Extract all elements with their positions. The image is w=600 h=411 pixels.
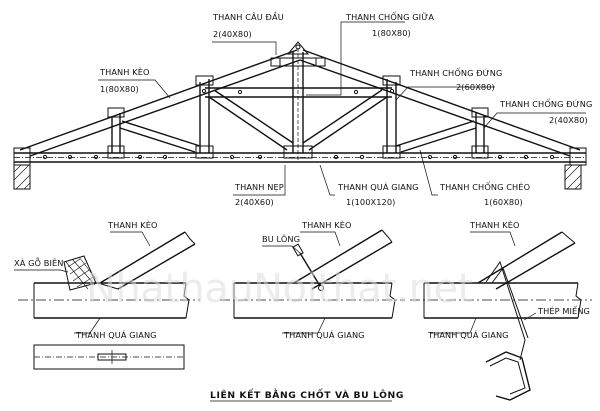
detail2-label-keo: THANH KÈO xyxy=(301,219,352,230)
label-thanh-nep-size: 2(40X60) xyxy=(235,197,274,207)
detail-2: THANH KÈO BU LÔNG THANH QUÁ GIANG xyxy=(220,219,405,340)
label-thanh-chong-dung-1: THANH CHỐNG ĐỨNG xyxy=(409,66,502,78)
detail1-label-keo: THANH KÈO xyxy=(107,219,158,230)
watermark-text: NhathauNoithat.net xyxy=(86,266,473,312)
label-thanh-chong-cheo: THANH CHỐNG CHÉO xyxy=(439,180,530,192)
detail2-label-bulong: BU LÔNG xyxy=(262,233,300,244)
label-thanh-chong-giua-size: 1(80X80) xyxy=(372,28,411,38)
label-thanh-chong-dung-1-size: 2(60X80) xyxy=(456,82,495,92)
detail-3: THANH KÈO THANH QUÁ GIANG THÉP MIẾNG xyxy=(410,219,592,401)
label-thanh-nep: THANH NẸP xyxy=(234,182,284,193)
detail2-label-giang: THANH QUÁ GIANG xyxy=(283,329,365,340)
label-thanh-chong-cheo-size: 1(60X80) xyxy=(484,197,523,207)
label-thanh-chong-dung-2-size: 2(40X80) xyxy=(549,115,588,125)
drawing-title: LIÊN KẾT BẰNG CHỐT VÀ BU LÔNG xyxy=(210,388,404,401)
label-thanh-keo: THANH KÈO xyxy=(99,66,150,77)
detail3-label-thep: THÉP MIẾNG xyxy=(537,305,590,316)
label-thanh-keo-size: 1(80X80) xyxy=(100,84,139,94)
main-truss xyxy=(13,41,587,190)
detail1-label-giang: THANH QUÁ GIANG xyxy=(75,329,157,340)
leader-lines xyxy=(98,21,586,196)
detail-1: THANH KÈO XÀ GỖ BIÊN THANH QUÁ GIANG xyxy=(14,219,200,370)
truss-labels: THANH CÂU ĐẦU 2(40X80) THANH CHỐNG GIỮA … xyxy=(99,10,592,207)
label-thanh-chong-dung-2: THANH CHỐNG ĐỨNG xyxy=(499,97,592,109)
label-thanh-cau-dau-size: 2(40X80) xyxy=(213,29,252,39)
label-thanh-cau-dau: THANH CÂU ĐẦU xyxy=(212,10,284,22)
detail3-label-giang: THANH QUÁ GIANG xyxy=(427,329,509,340)
label-thanh-qua-giang: THANH QUÁ GIANG xyxy=(337,181,419,192)
detail1-label-xa-go: XÀ GỖ BIÊN xyxy=(14,256,64,268)
label-thanh-qua-giang-size: 1(100X120) xyxy=(346,197,395,207)
label-thanh-chong-giua: THANH CHỐNG GIỮA xyxy=(345,10,434,22)
detail3-label-keo: THANH KÈO xyxy=(469,219,520,230)
